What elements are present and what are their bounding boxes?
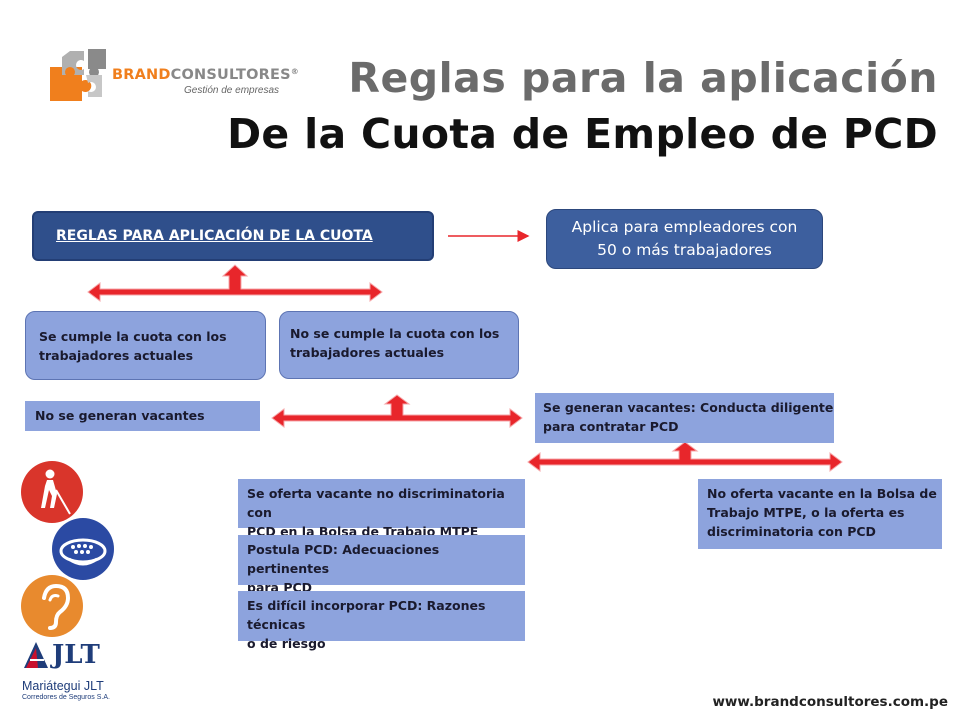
blind-person-icon <box>21 461 83 523</box>
no-vacancies-box: No se generan vacantes <box>25 401 260 431</box>
brand-tagline: Gestión de empresas <box>184 85 280 96</box>
branch-arrow-3 <box>527 441 843 472</box>
jlt-company-name: Mariátegui JLT <box>22 679 104 693</box>
jlt-logo-text: JLT <box>52 640 100 670</box>
main-rule-box: REGLAS PARA APLICACIÓN DE LA CUOTA <box>32 211 434 261</box>
tactile-sign-icon <box>52 518 114 580</box>
difficult-box: Es difícil incorporar PCD: Razones técni… <box>238 591 525 651</box>
page-subtitle: De la Cuota de Empleo de PCD <box>227 110 938 158</box>
offer-vacancy-box: Se oferta vacante no discriminatoria con… <box>238 479 525 539</box>
website-link[interactable]: www.brandconsultores.com.pe <box>712 694 948 710</box>
jlt-logo-icon <box>24 642 48 668</box>
jlt-company-subtitle: Corredores de Seguros S.A. <box>22 694 110 701</box>
brand-name: BRANDCONSULTORES® <box>112 67 299 83</box>
puzzle-logo-icon <box>50 49 106 101</box>
branch-arrow-2 <box>271 394 523 428</box>
page-title: Reglas para la aplicación <box>348 54 938 102</box>
hearing-icon <box>21 575 83 637</box>
brand-logo: BRANDCONSULTORES® Gestión de empresas <box>46 45 299 105</box>
branch-arrow-1 <box>87 264 383 302</box>
